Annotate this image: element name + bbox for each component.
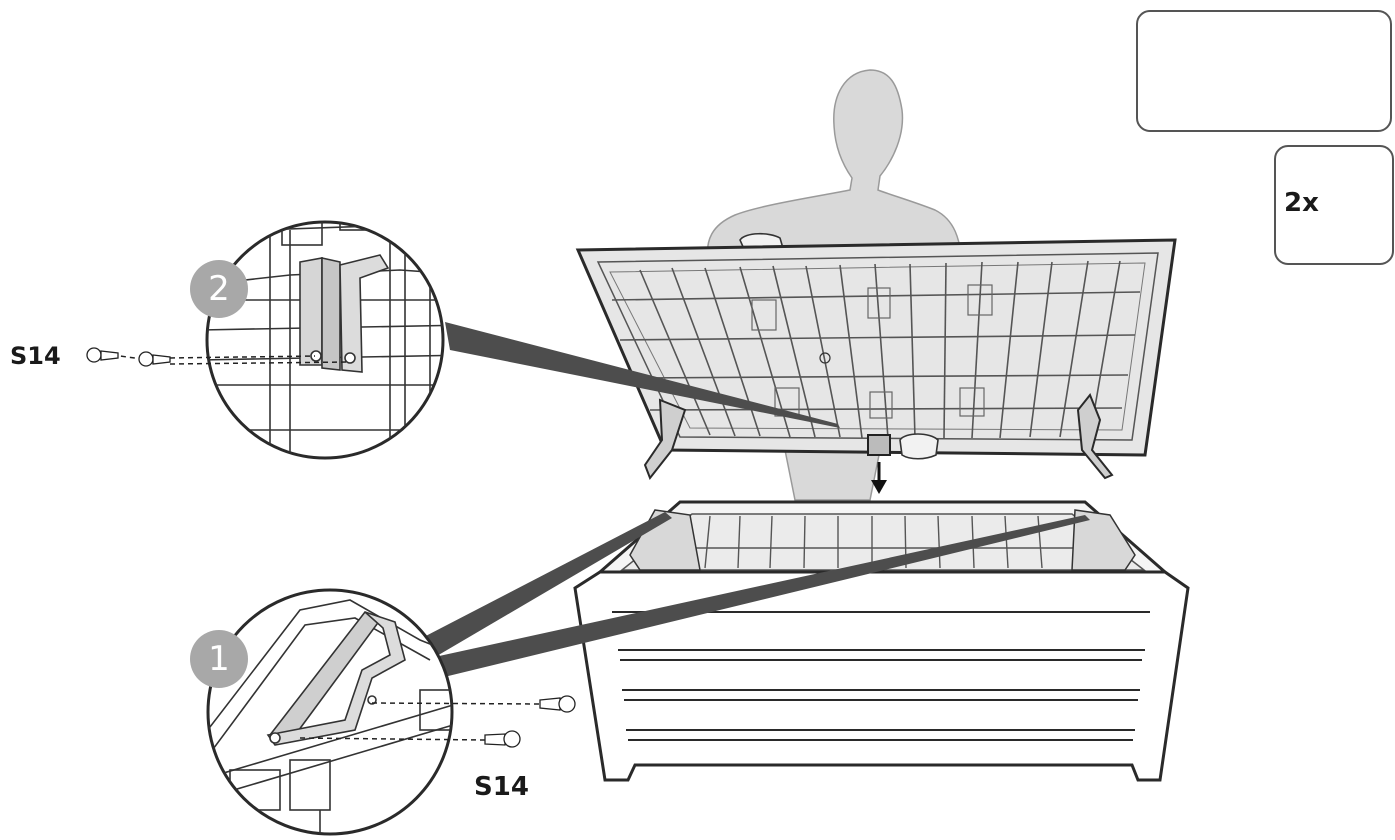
callout-circle-1 (206, 588, 454, 836)
zoom-wedge-1b (430, 515, 1090, 678)
box-slats (612, 611, 1150, 741)
step-badge-2: 2 (190, 260, 248, 318)
screw-group-2 (86, 347, 351, 367)
tool-box-screwdriver (1136, 10, 1392, 132)
zoom-wedge-2 (445, 322, 840, 428)
box-front (573, 570, 1190, 782)
screw-label-step-2: S14 (10, 342, 61, 370)
screw-icon (86, 347, 119, 363)
lid (575, 238, 1177, 481)
screw-label-step-1: S14 (474, 772, 529, 802)
people-required-count: 2x (1284, 188, 1319, 218)
callout-circle-2 (205, 220, 445, 460)
down-arrow (871, 462, 887, 494)
box-hinge-right (1071, 509, 1136, 571)
screw-group-1 (299, 695, 576, 748)
screw-icon (484, 730, 521, 748)
lid-panels (751, 284, 993, 419)
zoom-connectors (418, 322, 1090, 678)
lid-ribs (611, 260, 1141, 439)
zoom-wedge-1a (418, 512, 672, 660)
lid-hinge-left (643, 398, 687, 481)
box-inner-ribs (680, 515, 1090, 569)
step-badge-1: 1 (190, 630, 248, 688)
lid-hinge-right (1076, 393, 1114, 480)
storage-box (573, 500, 1190, 782)
hand-bottom (899, 433, 939, 460)
screw-icon (138, 351, 171, 367)
lid-logo (819, 352, 831, 364)
lid-latch (867, 434, 891, 456)
tool-box-people (1274, 145, 1394, 265)
screw-icon (539, 695, 576, 713)
